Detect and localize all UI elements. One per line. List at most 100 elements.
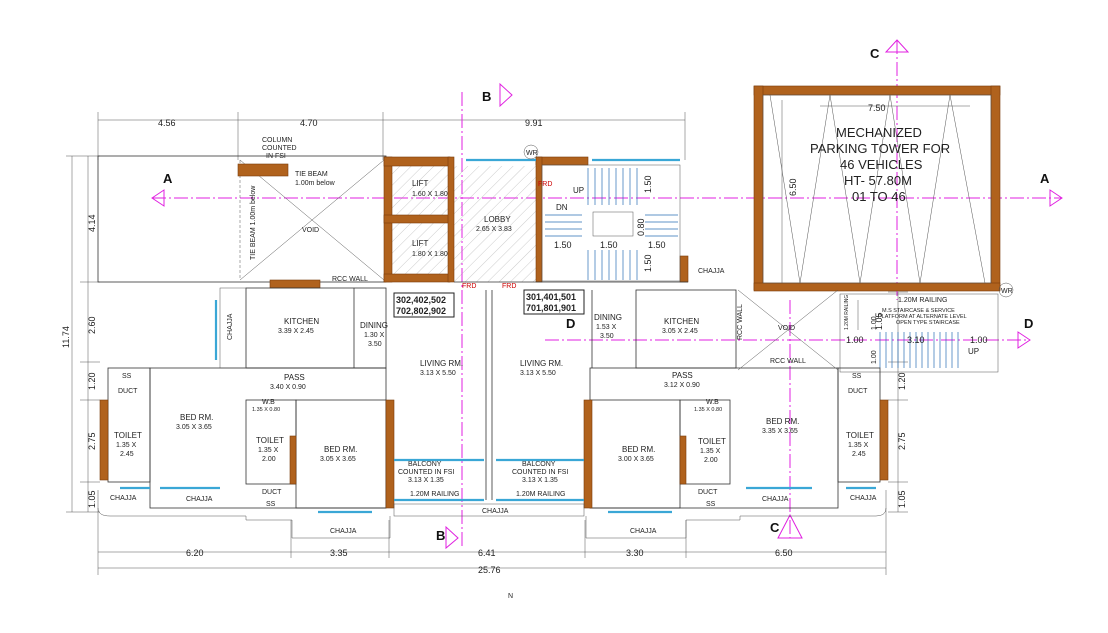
dim-left-total: 11.74 [61, 326, 71, 348]
right-bed2: BED RM. [622, 445, 655, 454]
rcc-wall-label-left: RCC WALL [332, 276, 368, 283]
dim-left-2: 2.60 [87, 316, 97, 334]
column-note-1: COLUMN [262, 137, 292, 144]
parking-line-1: MECHANIZED [836, 125, 922, 140]
section-c-bottom: C [770, 520, 780, 535]
dim-right-3: 2.75 [897, 432, 907, 450]
void-label-left: VOID [302, 227, 319, 234]
dim-bottom-2: 3.35 [330, 548, 348, 558]
chajja-left-1: CHAJJA [110, 495, 137, 502]
right-balcony-2: COUNTED IN FSI [512, 469, 568, 476]
column-note-2: COUNTED [262, 145, 297, 152]
tie-beam-vertical: TIE BEAM 1.00m below [250, 185, 257, 260]
wr-label: WR [526, 150, 538, 157]
section-b-top: B [482, 89, 491, 104]
chajja-left-3: CHAJJA [330, 528, 357, 535]
flat-number-boxes: 302,402,502 702,802,902 301,401,501 701,… [393, 289, 585, 318]
left-kitchen-size: 3.39 X 2.45 [278, 328, 314, 335]
left-bed1: BED RM. [180, 413, 213, 422]
section-d-right: D [1024, 316, 1033, 331]
parking-line-2: PARKING TOWER FOR [810, 141, 950, 156]
right-railing: 1.20M RAILING [516, 491, 565, 498]
right-dimensions: 1.05 1.20 2.75 1.05 [874, 291, 908, 513]
lift2-size: 1.80 X 1.80 [412, 251, 448, 258]
tie-beam-label: TIE BEAM [295, 171, 328, 178]
left-dining-size2: 3.50 [368, 341, 382, 348]
side-stair-dim-1: 1.00 [846, 335, 864, 345]
left-wb: W.B [262, 399, 275, 406]
right-balcony-1: BALCONY [522, 461, 556, 468]
dim-bottom-1: 6.20 [186, 548, 204, 558]
service-platform: 1.20M RAILING M.S STAIRCASE & SERVICE PL… [839, 293, 999, 373]
left-toilet2-size2: 2.00 [262, 456, 276, 463]
frd-core: FRD [538, 181, 552, 188]
right-kitchen-size: 3.05 X 2.45 [662, 328, 698, 335]
ms-note-2: PLATFORM AT ALTERNATE LEVEL [878, 314, 967, 320]
right-living: LIVING RM. [520, 359, 563, 368]
parking-tower: 7.50 6.50 MECHANIZED PARKING TOWER FOR 4… [753, 85, 1014, 298]
left-bed2: BED RM. [324, 445, 357, 454]
frd-left: FRD [462, 283, 476, 290]
left-ss: SS [122, 373, 132, 380]
left-bed2-size: 3.05 X 3.65 [320, 456, 356, 463]
right-duct: DUCT [848, 388, 868, 395]
railing-platform: 1.20M RAILING [898, 297, 947, 304]
north-mark: N [508, 593, 513, 600]
section-lines: A A B B C C D D [151, 39, 1063, 550]
left-wb-size: 1.35 X 0.80 [252, 407, 280, 413]
right-pass: PASS [672, 371, 693, 380]
right-duct2: DUCT [698, 489, 718, 496]
stair-dim-5: 0.80 [636, 218, 646, 236]
left-dining-size1: 1.30 X [364, 332, 385, 339]
void-label-right: VOID [778, 325, 795, 332]
lobby-size: 2.65 X 3.83 [476, 226, 512, 233]
chajja-right-2: CHAJJA [850, 495, 877, 502]
wr-marker-parking [998, 282, 1014, 298]
stair-dim-6: 1.50 [643, 254, 653, 272]
parking-line-5: 01 TO 46 [852, 189, 906, 204]
stair-dim-3: 1.50 [600, 240, 618, 250]
left-toilet2-size1: 1.35 X [258, 447, 279, 454]
left-toilet2: TOILET [256, 436, 284, 445]
left-toilet1: TOILET [114, 431, 142, 440]
left-dimensions: 4.14 11.74 2.60 1.20 2.75 1.05 [61, 155, 100, 513]
side-stair-dim-2: 3.10 [907, 335, 925, 345]
dim-bottom-4: 3.30 [626, 548, 644, 558]
stair-dn: DN [556, 203, 568, 212]
stair-dim-4: 1.50 [648, 240, 666, 250]
right-dining-size1: 1.53 X [596, 324, 617, 331]
dim-right-1: 1.05 [874, 312, 884, 330]
dim-bottom-5: 6.50 [775, 548, 793, 558]
right-pass-size: 3.12 X 0.90 [664, 382, 700, 389]
chajja-left-2: CHAJJA [186, 496, 213, 503]
dim-bottom-3: 6.41 [478, 548, 496, 558]
left-living-size: 3.13 X 5.50 [420, 370, 456, 377]
parking-line-3: 46 VEHICLES [840, 157, 923, 172]
rcc-wall-label-right: RCC WALL [770, 358, 806, 365]
right-wb: W.B [706, 399, 719, 406]
left-ss2: SS [266, 501, 276, 508]
dim-top-3: 9.91 [525, 118, 543, 128]
left-bed1-size: 3.05 X 3.65 [176, 424, 212, 431]
flats-right-2: 701,801,901 [526, 303, 576, 313]
dim-bottom-total: 25.76 [478, 565, 501, 575]
section-a-left: A [163, 171, 173, 186]
left-balcony-1: BALCONY [408, 461, 442, 468]
left-toilet1-size1: 1.35 X [116, 442, 137, 449]
railing-vertical: 1.20M RAILING [844, 295, 850, 330]
right-ss: SS [852, 373, 862, 380]
right-toilet2: TOILET [698, 437, 726, 446]
right-toilet2-size1: 1.35 X [700, 448, 721, 455]
rcc-wall-vertical: RCC WALL [737, 304, 744, 340]
section-d-left: D [566, 316, 575, 331]
lift1-name: LIFT [412, 179, 429, 188]
wr-label-parking: WR [1001, 288, 1013, 295]
central-structure: CHAJJA [97, 290, 887, 539]
void-area-left: COLUMN COUNTED IN FSI TIE BEAM 1.00m bel… [97, 137, 387, 289]
left-kitchen: KITCHEN [284, 317, 319, 326]
section-c-top: C [870, 46, 880, 61]
chajja-center: CHAJJA [482, 508, 509, 515]
left-pass: PASS [284, 373, 305, 382]
dim-top-2: 4.70 [300, 118, 318, 128]
